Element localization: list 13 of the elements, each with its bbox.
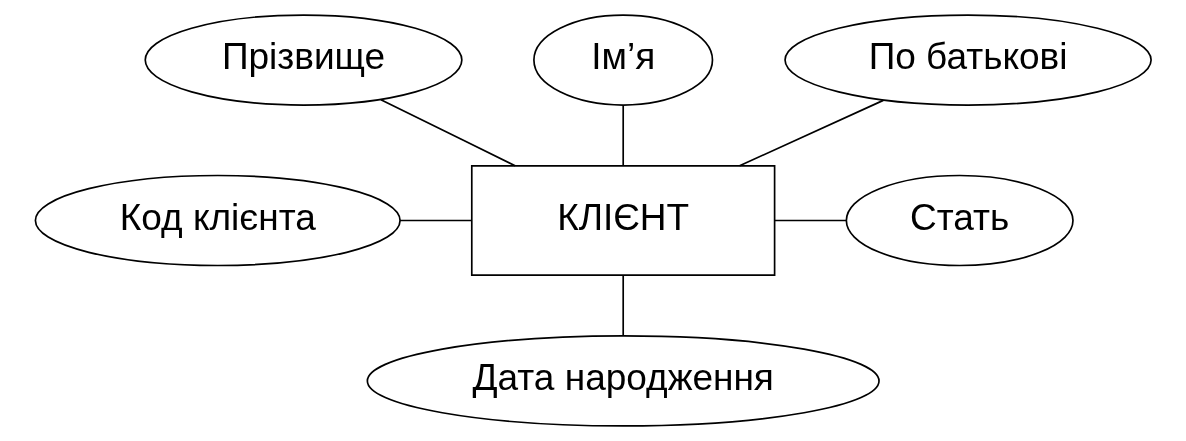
node-ellipse: По батькові: [783, 14, 1152, 106]
node-ellipse: Дата народження: [366, 335, 880, 427]
connector: [738, 99, 884, 167]
connector: [379, 98, 516, 167]
connector: [773, 219, 847, 222]
connector: [621, 274, 624, 337]
node-ellipse: Прізвище: [143, 14, 463, 106]
node-ellipse: Ім’я: [532, 14, 713, 106]
node-box: КЛІЄНТ: [470, 165, 775, 276]
connector: [398, 219, 472, 222]
node-ellipse: Код клієнта: [34, 174, 401, 267]
connector: [621, 104, 624, 167]
node-ellipse: Стать: [845, 174, 1074, 267]
